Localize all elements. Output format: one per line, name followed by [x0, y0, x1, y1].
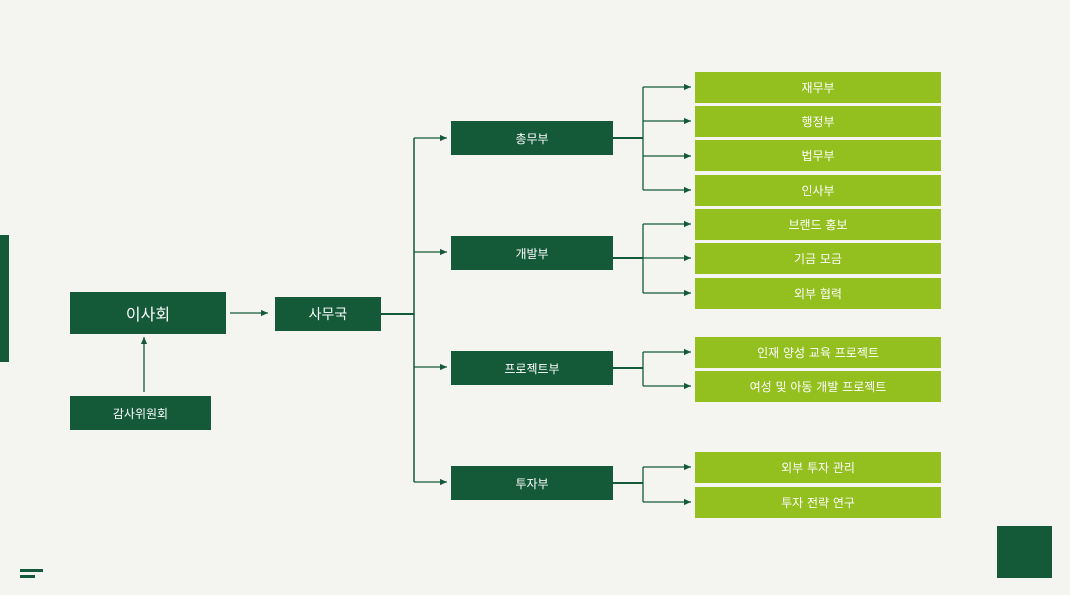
secretariat-label: 사무국 [308, 307, 348, 323]
division-label: 개발부 [515, 246, 549, 261]
department-label: 외부 협력 [794, 287, 842, 301]
board-box: 이사회 [70, 292, 226, 334]
corner-square-accent [997, 526, 1052, 578]
department-box: 외부 투자 관리 [695, 452, 941, 483]
department-box: 투자 전략 연구 [695, 487, 941, 518]
department-label: 투자 전략 연구 [781, 496, 855, 510]
audit-committee-label: 감사위원회 [112, 406, 169, 421]
division-label: 프로젝트부 [504, 361, 560, 376]
division-box: 프로젝트부 [451, 351, 613, 385]
department-label: 인사부 [801, 184, 835, 198]
audit-committee-box: 감사위원회 [70, 396, 211, 430]
secretariat-box: 사무국 [275, 297, 381, 331]
department-label: 여성 및 아동 개발 프로젝트 [749, 380, 887, 394]
division-box: 개발부 [451, 236, 613, 270]
department-label: 브랜드 홍보 [788, 218, 848, 232]
department-label: 인재 양성 교육 프로젝트 [757, 346, 879, 360]
board-label: 이사회 [125, 305, 171, 324]
menu-lines-icon-short [20, 575, 35, 578]
department-label: 외부 투자 관리 [781, 461, 855, 475]
department-box: 여성 및 아동 개발 프로젝트 [695, 371, 941, 402]
department-label: 법무부 [801, 149, 835, 163]
department-box: 인사부 [695, 175, 941, 206]
department-box: 기금 모금 [695, 243, 941, 274]
division-label: 총무부 [515, 131, 549, 146]
division-label: 투자부 [515, 476, 549, 491]
left-edge-accent-bar [0, 235, 9, 362]
department-box: 법무부 [695, 140, 941, 171]
department-label: 기금 모금 [794, 252, 842, 266]
department-label: 행정부 [801, 115, 835, 129]
division-box: 총무부 [451, 121, 613, 155]
division-box: 투자부 [451, 466, 613, 500]
department-box: 인재 양성 교육 프로젝트 [695, 337, 941, 368]
menu-lines-icon [20, 569, 43, 572]
department-box: 외부 협력 [695, 278, 941, 309]
department-label: 재무부 [801, 81, 835, 95]
department-box: 재무부 [695, 72, 941, 103]
department-box: 브랜드 홍보 [695, 209, 941, 240]
department-box: 행정부 [695, 106, 941, 137]
